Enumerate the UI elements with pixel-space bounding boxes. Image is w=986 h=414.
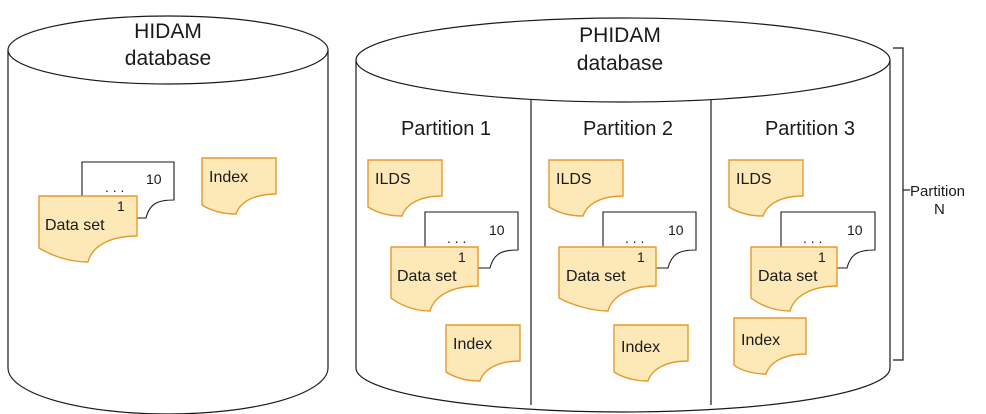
partition-3-index-label: Index (741, 332, 780, 349)
partition-2: Partition 2 ILDS . . . 10 1 Data set Ind… (548, 118, 697, 382)
partition-1-dataset-first: 1 (458, 249, 466, 265)
partition-1: Partition 1 ILDS . . . 10 1 Data set Ind… (367, 118, 521, 382)
partition-1-dataset-label: Data set (397, 268, 457, 285)
partition-2-dataset-last: 10 (668, 222, 684, 238)
hidam-database-cylinder (7, 15, 329, 414)
partition-1-dataset-stack: . . . 10 1 Data set (390, 211, 519, 312)
partition-n-label-line2: N (934, 201, 945, 218)
partition-2-dataset-stack: . . . 10 1 Data set (558, 211, 697, 312)
hidam-index-doc: Index (201, 157, 277, 215)
partition-3-ilds-doc: ILDS (728, 159, 804, 217)
partition-3: Partition 3 ILDS . . . 10 1 Data set Ind… (728, 118, 876, 375)
partition-1-index-doc: Index (445, 324, 521, 382)
hidam-dataset-first: 1 (117, 198, 125, 214)
partition-3-dataset-ellipsis: . . . (803, 230, 822, 246)
partition-1-index-label: Index (453, 336, 492, 353)
phidam-title-line2: database (577, 52, 663, 75)
partition-2-dataset-label: Data set (566, 268, 626, 285)
partition-3-ilds-label: ILDS (736, 171, 772, 188)
partition-2-index-label: Index (621, 339, 660, 356)
hidam-dataset-label: Data set (45, 217, 105, 234)
partition-2-title: Partition 2 (583, 118, 673, 140)
partition-1-dataset-ellipsis: . . . (447, 230, 466, 246)
partition-3-dataset-last: 10 (847, 222, 863, 238)
hidam-index-label: Index (209, 169, 248, 186)
phidam-title-line1: PHIDAM (579, 24, 661, 47)
hidam-dataset-ellipsis: . . . (105, 179, 124, 195)
hidam-dataset-stack: . . . 10 1 Data set (38, 161, 175, 263)
partition-2-ilds-label: ILDS (556, 171, 592, 188)
partition-n-label-line1: Partition (910, 183, 965, 200)
hidam-title-line1: HIDAM (134, 20, 202, 43)
partition-3-index-doc: Index (733, 317, 807, 375)
partition-1-ilds-doc: ILDS (367, 159, 443, 217)
hidam-title-line2: database (125, 47, 211, 70)
partition-2-index-doc: Index (613, 324, 689, 382)
partition-1-dataset-last: 10 (489, 222, 505, 238)
partition-1-title: Partition 1 (401, 118, 491, 140)
partition-3-dataset-first: 1 (818, 249, 826, 265)
partition-1-ilds-label: ILDS (375, 171, 411, 188)
partition-2-dataset-first: 1 (637, 249, 645, 265)
partition-2-ilds-doc: ILDS (548, 159, 624, 217)
partition-3-dataset-label: Data set (758, 268, 818, 285)
partition-3-dataset-stack: . . . 10 1 Data set (750, 211, 876, 312)
partition-2-dataset-ellipsis: . . . (625, 230, 644, 246)
hidam-dataset-last: 10 (146, 171, 162, 187)
partition-n-bracket (893, 47, 910, 361)
partition-3-title: Partition 3 (765, 118, 855, 140)
